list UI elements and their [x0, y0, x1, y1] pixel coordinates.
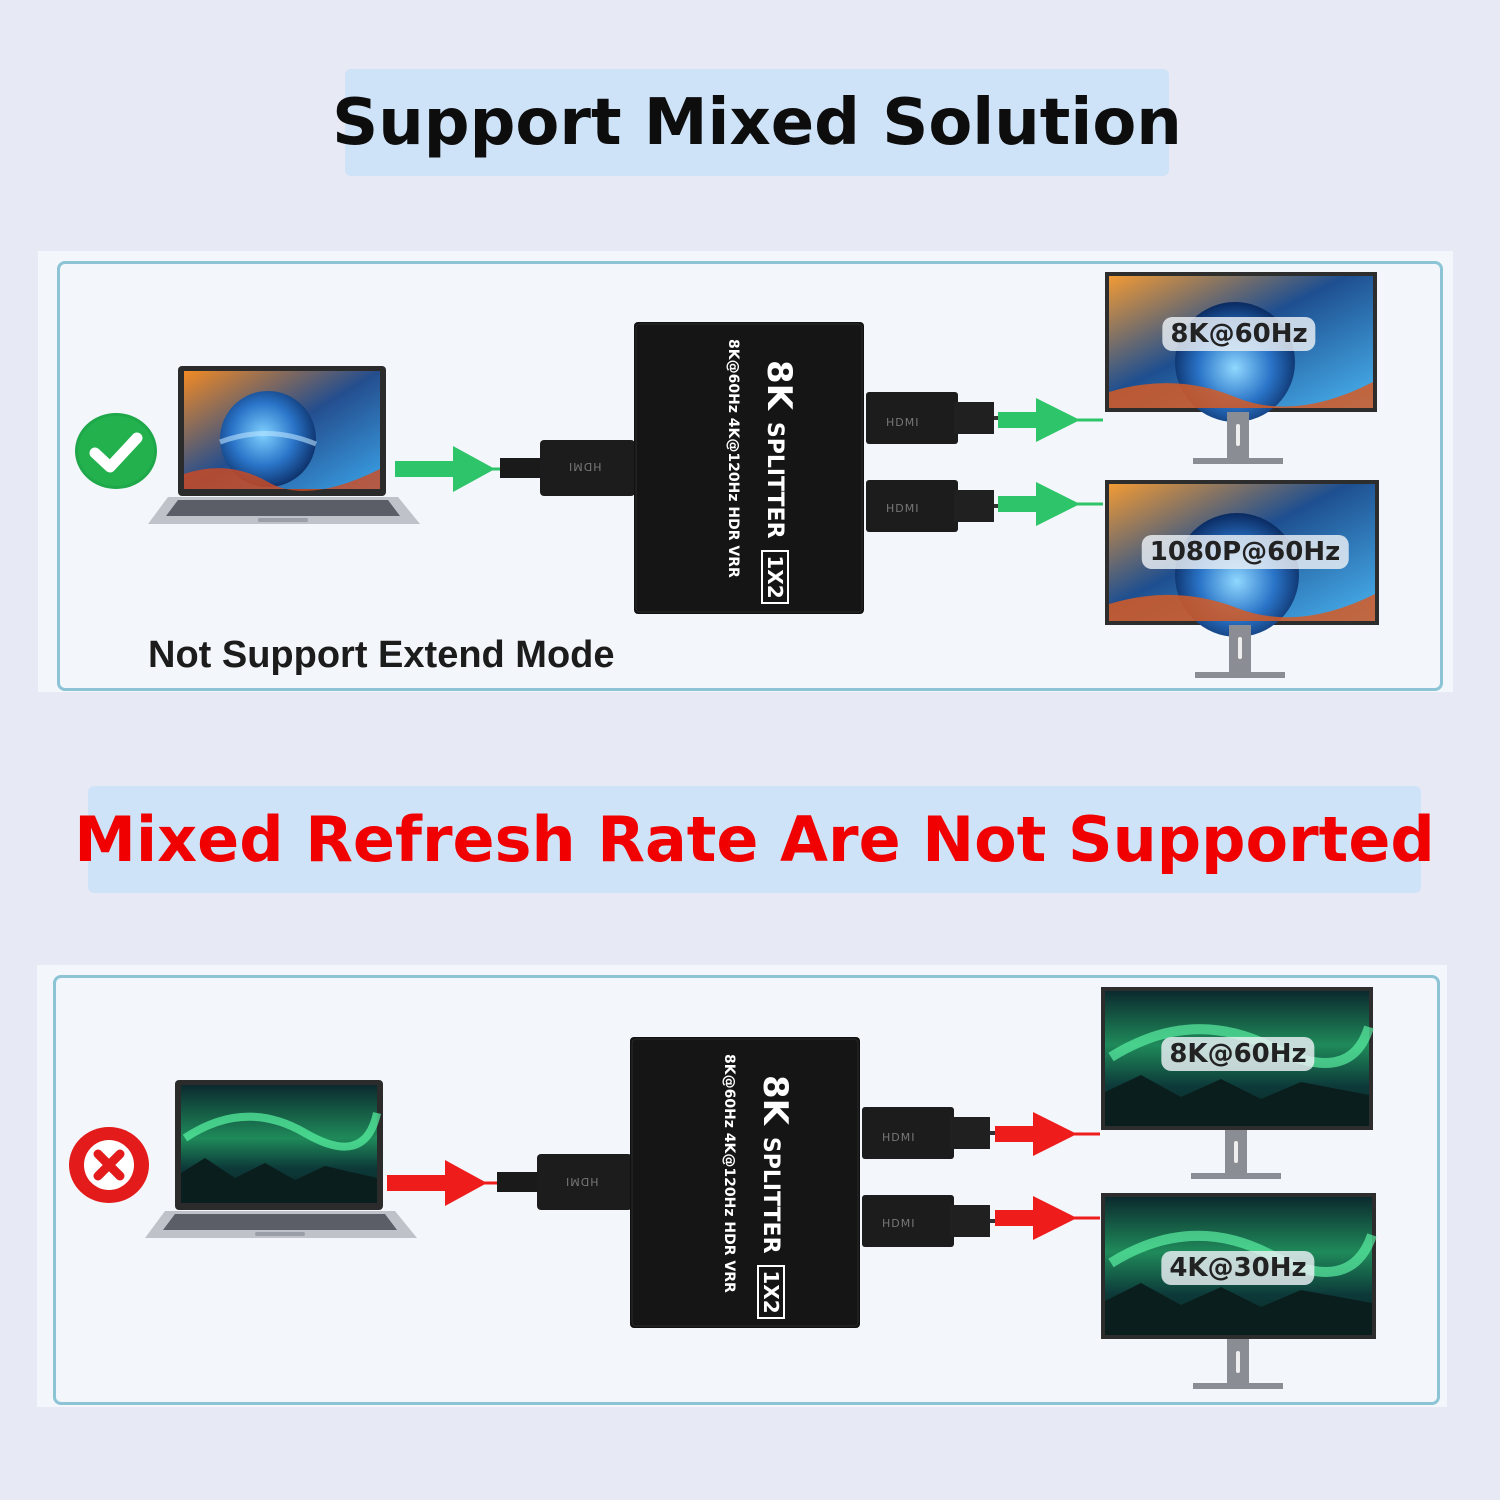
monitor-top-2-label: 1080P@60Hz [1141, 535, 1349, 569]
splitter-spec-bottom: 8K@60Hz 4K@120Hz HDR VRR [721, 1054, 737, 1293]
extend-mode-note: Not Support Extend Mode [148, 634, 615, 676]
monitor-bottom-2 [1101, 1193, 1377, 1389]
output-port-label-top-2: HDMI [886, 502, 920, 515]
monitor-bottom-1 [1101, 987, 1374, 1179]
output-hdmi-cables-top [866, 392, 1009, 532]
monitor-bottom-1-label: 8K@60Hz [1161, 1037, 1315, 1071]
input-arrow-bottom [387, 1160, 527, 1206]
splitter-brand-bottom: 8K SPLITTER 1X2 [755, 1075, 795, 1319]
splitter-box-top [634, 322, 864, 614]
output-arrows-top [998, 398, 1103, 526]
monitor-top-1-label: 8K@60Hz [1162, 317, 1316, 351]
output-port-label-top-1: HDMI [886, 416, 920, 429]
input-port-label-bottom: HDMI [565, 1175, 599, 1188]
splitter-brand-top: 8K SPLITTER 1X2 [759, 360, 799, 604]
input-hdmi-plug-bottom [497, 1154, 632, 1210]
bottom-panel-frame [53, 975, 1440, 1405]
laptop-top [148, 366, 420, 524]
top-panel-frame [57, 261, 1443, 691]
monitor-top-2 [1105, 480, 1379, 678]
monitor-top-1 [1105, 272, 1377, 464]
input-port-label-top: HDMI [568, 460, 602, 473]
green-check-icon [75, 413, 157, 489]
output-arrows-bottom [995, 1112, 1100, 1240]
support-mixed-title: Support Mixed Solution [332, 69, 1182, 176]
monitor-bottom-2-label: 4K@30Hz [1161, 1251, 1315, 1285]
output-hdmi-cables-bottom [862, 1107, 1005, 1247]
output-port-label-bottom-2: HDMI [882, 1217, 916, 1230]
splitter-spec-top: 8K@60Hz 4K@120Hz HDR VRR [725, 339, 741, 578]
output-port-label-bottom-1: HDMI [882, 1131, 916, 1144]
red-x-icon [69, 1127, 149, 1203]
input-hdmi-plug-top [500, 440, 635, 496]
laptop-bottom [145, 1080, 417, 1238]
not-supported-title: Mixed Refresh Rate Are Not Supported [74, 786, 1435, 893]
splitter-box-bottom [630, 1037, 860, 1328]
